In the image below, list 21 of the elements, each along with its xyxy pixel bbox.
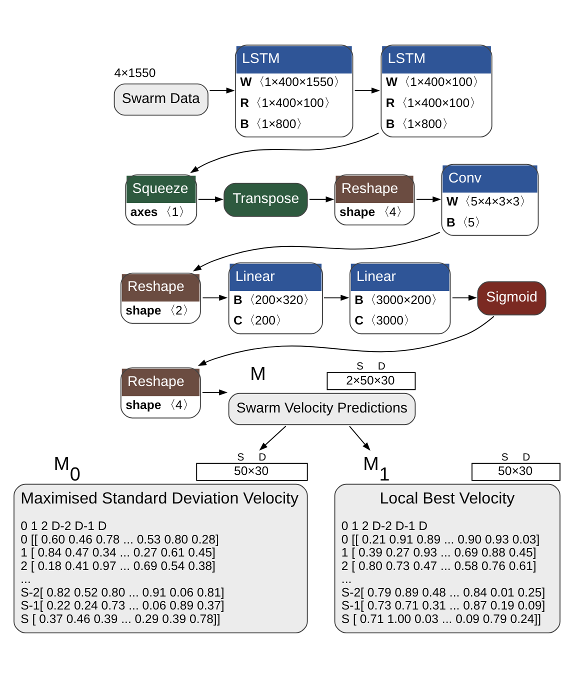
arrow — [416, 196, 442, 202]
arrow — [198, 316, 494, 366]
arrow — [452, 294, 478, 301]
node-label: S D — [237, 452, 266, 464]
node-label: S D — [356, 362, 386, 373]
arrow — [190, 132, 380, 174]
arrow — [323, 294, 350, 301]
node-label: 2×50×30 — [346, 373, 395, 388]
node-label: 4×1550 — [114, 66, 156, 80]
arrow — [349, 426, 370, 451]
node-label: 50×30 — [234, 464, 269, 478]
arrow — [202, 294, 228, 301]
arrow — [198, 196, 224, 202]
node-label: S D — [501, 452, 530, 464]
arrow — [309, 196, 334, 202]
arrow — [354, 88, 380, 94]
arrow — [209, 88, 235, 94]
node-label: 50×30 — [498, 464, 533, 478]
arrow — [192, 232, 440, 272]
arrow — [259, 426, 286, 451]
arrow — [202, 389, 228, 396]
